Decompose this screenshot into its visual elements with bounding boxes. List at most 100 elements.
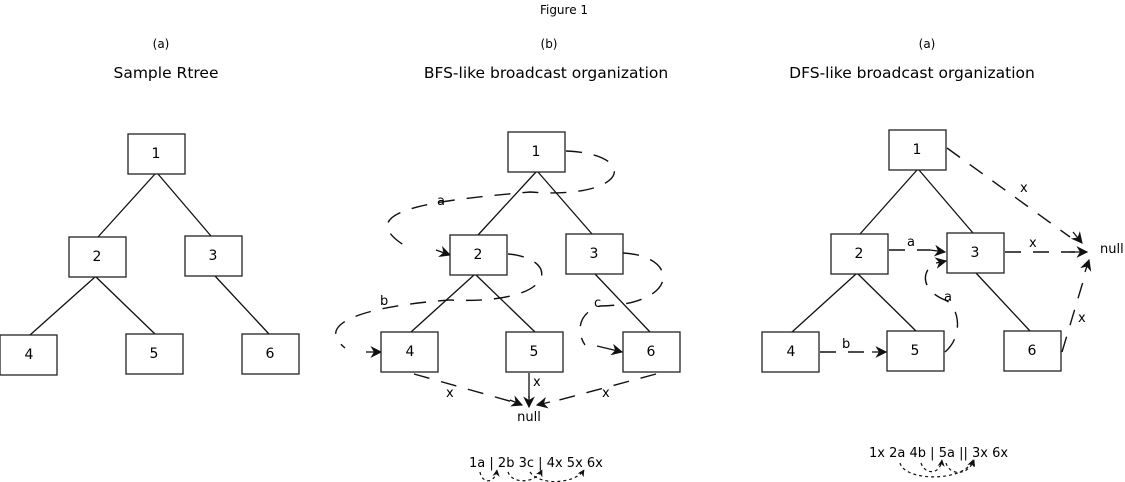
- svg-text:1: 1: [913, 142, 922, 158]
- svg-text:1: 1: [532, 144, 541, 160]
- pointer-label-a2: a: [907, 235, 915, 250]
- seq-link-2: [920, 459, 945, 473]
- pointer-3-arrow: [596, 343, 624, 356]
- edge-1-2: [477, 171, 537, 236]
- panel-a-tag: (a): [152, 37, 170, 51]
- svg-text:3: 3: [209, 248, 218, 264]
- svg-text:1: 1: [152, 146, 161, 162]
- edge-1-3: [918, 169, 974, 234]
- figure-title: Figure 1: [539, 3, 589, 17]
- edge-2-4: [791, 273, 857, 333]
- node-6: 6: [241, 333, 300, 375]
- pointer-label-a: a: [437, 194, 445, 209]
- pointer-2-arrow: [929, 244, 947, 257]
- pointer-2-b: [335, 253, 543, 349]
- pointer-label-b4: b: [842, 337, 850, 352]
- edge-1-3: [537, 171, 593, 235]
- pointer-6-x: [547, 373, 657, 404]
- node-5: 5: [125, 333, 184, 375]
- edge-2-5: [475, 274, 536, 333]
- node-6: 6: [1003, 330, 1062, 372]
- panel-a-title: Sample Rtree: [113, 64, 219, 82]
- panel-b-title: BFS-like broadcast organization: [423, 64, 669, 82]
- edge-1-2: [97, 173, 156, 238]
- edge-1-2: [859, 169, 918, 235]
- pointer-1-arrow: [1070, 231, 1083, 244]
- node-4: 4: [761, 331, 820, 373]
- svg-text:4: 4: [787, 344, 796, 360]
- svg-text:5: 5: [911, 343, 920, 359]
- null-label: null: [1100, 242, 1124, 257]
- edge-2-4: [29, 276, 96, 336]
- node-1: 1: [127, 133, 186, 175]
- panel-b-tag: (b): [540, 37, 558, 51]
- node-1: 1: [888, 129, 947, 171]
- edge-2-5: [857, 273, 917, 332]
- panel-c-tag: (a): [918, 37, 936, 51]
- node-3: 3: [565, 233, 624, 275]
- panel-c-title: DFS-like broadcast organization: [789, 64, 1035, 82]
- pointer-4-x: [413, 373, 521, 405]
- pointer-1-x: [946, 147, 1071, 238]
- edge-3-6: [975, 272, 1031, 332]
- seq-link-1: [899, 459, 975, 478]
- svg-text:6: 6: [647, 344, 656, 360]
- node-2: 2: [68, 236, 127, 278]
- pointer-4-arrow: [509, 395, 524, 407]
- pointer-label-x3: x: [1029, 236, 1037, 251]
- pointer-label-b: b: [380, 294, 388, 309]
- broadcast-sequence: 1a | 2b 3c | 4x 5x 6x: [469, 456, 603, 471]
- svg-text:2: 2: [474, 247, 483, 263]
- pointer-3-c: [579, 252, 664, 346]
- seq-link-1: [479, 469, 500, 482]
- svg-text:6: 6: [266, 346, 275, 362]
- edge-1-3: [157, 173, 212, 237]
- svg-text:6: 6: [1028, 343, 1037, 359]
- node-5: 5: [505, 331, 564, 373]
- pointer-label-x6: x: [602, 386, 610, 401]
- node-4: 4: [380, 331, 439, 373]
- null-label: null: [517, 410, 541, 425]
- pointer-label-x4: x: [446, 386, 454, 401]
- pointer-6-arrow: [535, 396, 551, 409]
- pointer-label-x6: x: [1078, 311, 1086, 326]
- pointer-5-arrow: [934, 257, 948, 269]
- node-5: 5: [886, 330, 945, 372]
- node-4: 4: [0, 334, 58, 376]
- pointer-label-x1: x: [1020, 181, 1028, 196]
- edge-2-4: [410, 274, 475, 333]
- node-2: 2: [449, 234, 508, 276]
- node-1: 1: [507, 131, 566, 173]
- edge-2-5: [95, 276, 156, 335]
- svg-text:3: 3: [590, 246, 599, 262]
- pointer-label-a5: a: [944, 290, 952, 305]
- panel-b-tree: a b c x x x null 1 2 3 4 5 6 1a | 2b 3c …: [335, 131, 681, 482]
- seq-link-3: [529, 469, 585, 482]
- pointer-5-a: [924, 261, 959, 353]
- svg-text:4: 4: [25, 347, 34, 363]
- svg-text:5: 5: [150, 346, 159, 362]
- broadcast-sequence: 1x 2a 4b | 5a || 3x 6x: [869, 446, 1008, 461]
- svg-text:3: 3: [971, 245, 980, 261]
- edge-3-6: [594, 273, 651, 333]
- node-3: 3: [946, 232, 1005, 274]
- seq-link-3: [945, 459, 976, 473]
- svg-text:5: 5: [530, 344, 539, 360]
- pointer-6-x: [1061, 274, 1086, 353]
- panel-c-tree: x a x b a x null 1 2 3 4 5 6 1x 2a 4b | …: [761, 129, 1124, 478]
- node-2: 2: [830, 233, 889, 275]
- node-6: 6: [622, 331, 681, 373]
- svg-text:2: 2: [855, 246, 864, 262]
- node-3: 3: [184, 235, 243, 277]
- seq-link-2: [507, 469, 543, 482]
- panel-a-tree: 1 2 3 4 5 6: [0, 133, 300, 376]
- pointer-1-a: [386, 150, 615, 251]
- edge-3-6: [214, 275, 270, 335]
- svg-text:2: 2: [93, 249, 102, 265]
- svg-text:4: 4: [406, 344, 415, 360]
- pointer-6-arrow: [1080, 258, 1092, 273]
- pointer-label-x5: x: [533, 375, 541, 390]
- pointer-label-c: c: [594, 296, 601, 311]
- pointer-1-arrow: [435, 245, 452, 257]
